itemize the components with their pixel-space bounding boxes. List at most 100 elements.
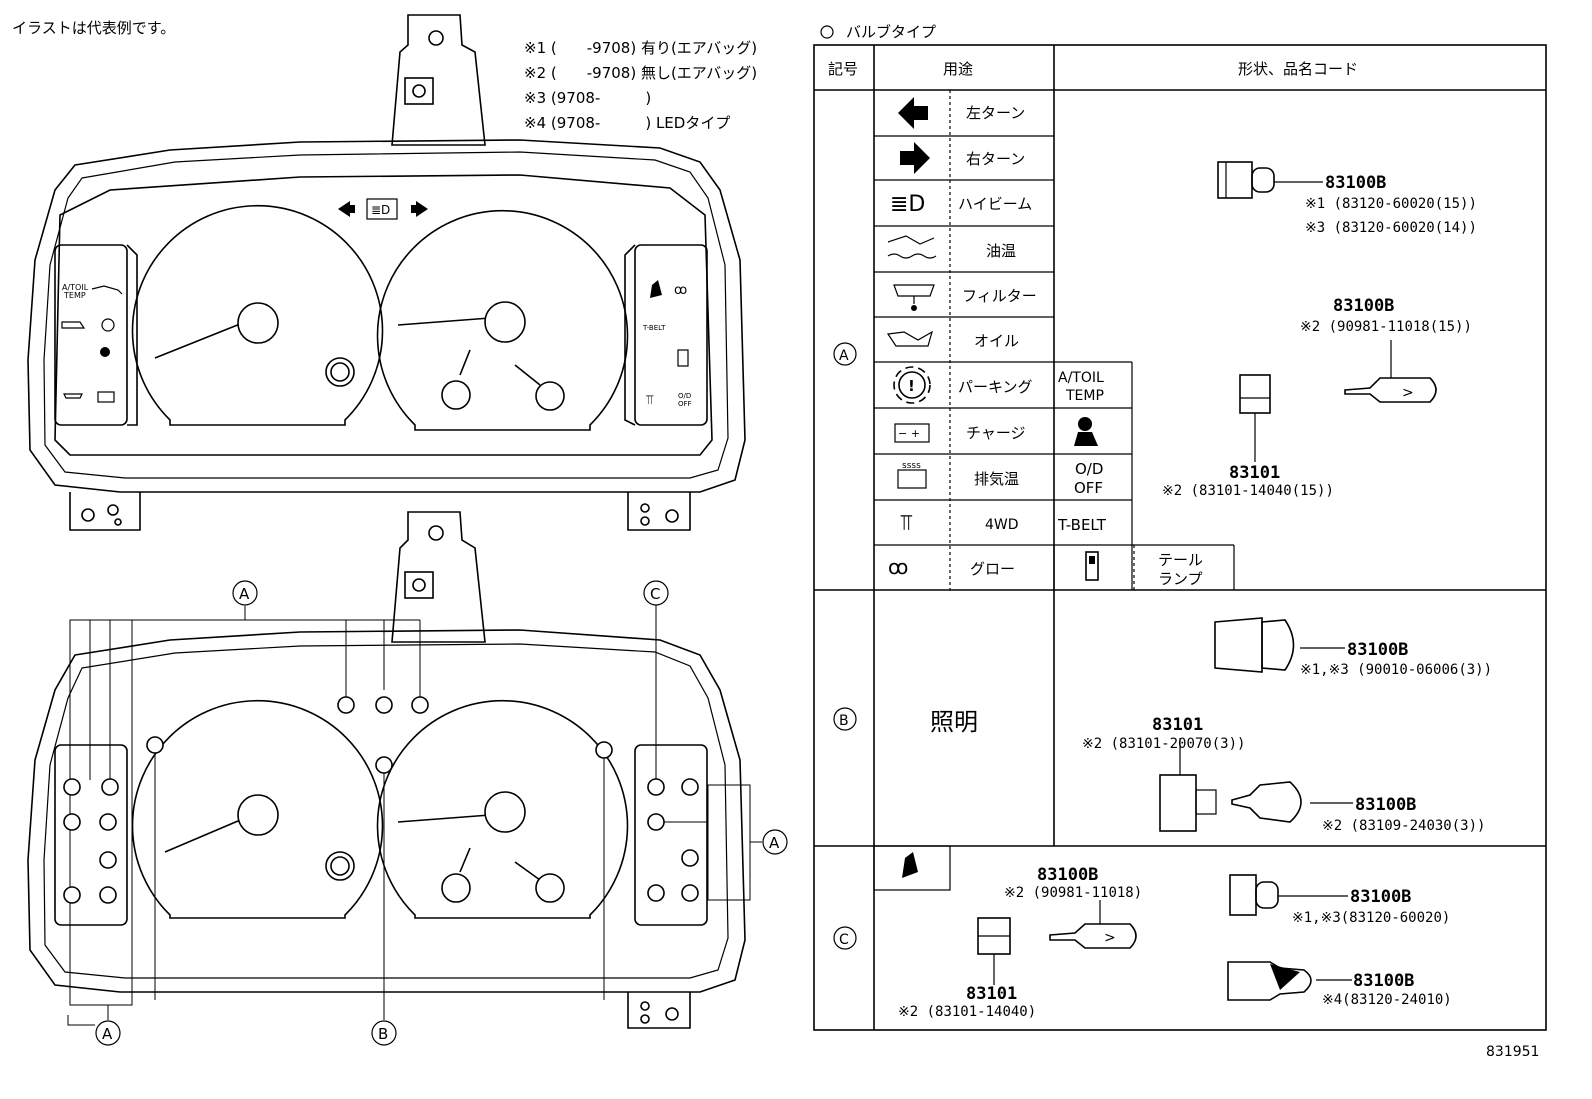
a-part1-note2: ※3 (83120-60020(14)) <box>1305 220 1477 236</box>
table-title: バルブタイプ <box>846 23 936 41</box>
oil-icon <box>886 330 933 347</box>
filter-icon <box>893 284 935 304</box>
svg-text:T-BELT: T-BELT <box>642 324 666 332</box>
section-c-bulbs: > <box>977 874 1352 1001</box>
section-a-row-labels: 左ターン 右ターン ハイビーム 油温 フィルター オイル パーキング チャージ … <box>958 104 1037 578</box>
section-b-letter: B <box>839 713 849 729</box>
b-part3-note1: ※2 (83109-24030(3)) <box>1322 818 1485 834</box>
extra-od: O/D <box>1075 460 1103 478</box>
usage-exhaust-temp: 排気温 <box>974 470 1019 488</box>
usage-oil: オイル <box>974 332 1019 350</box>
svg-text:A: A <box>239 585 250 603</box>
right-turn-icon <box>900 142 930 174</box>
b-part3-code: 83100B <box>1355 795 1416 815</box>
extra-off: OFF <box>1074 479 1103 497</box>
cluster-right-icons: ꝏ T-BELT ⫪ O/D OFF <box>642 280 692 408</box>
svg-text:>: > <box>1104 930 1116 946</box>
cluster-bottom-drawing <box>27 511 762 1029</box>
oil-temp-icon <box>887 235 937 259</box>
usage-glow: グロー <box>970 560 1015 578</box>
glow-icon: ꝏ <box>888 555 908 579</box>
section-c-part-labels: 83100B ※2 (90981-11018) 83101 ※2 (83101-… <box>898 865 1452 1020</box>
section-c-letter: C <box>839 932 849 948</box>
section-c-seatbelt-cell <box>873 845 951 891</box>
svg-text:A: A <box>102 1025 113 1043</box>
a-part3-note1: ※2 (83101-14040(15)) <box>1162 483 1334 499</box>
c-part2-code: 83101 <box>966 984 1017 1004</box>
svg-text:O/D: O/D <box>678 392 691 400</box>
svg-text:ssss: ssss <box>902 461 921 471</box>
usage-oil-temp: 油温 <box>986 242 1016 260</box>
svg-text:⫪: ⫪ <box>646 393 653 408</box>
note-1: ※1 ( -9708) 有り(エアバッグ) <box>524 39 757 57</box>
a-part1-code: 83100B <box>1325 173 1386 193</box>
high-beam-icon: ≣D <box>890 192 925 217</box>
header-shape: 形状、品名コード <box>1238 60 1358 78</box>
b-part1-code: 83100B <box>1347 640 1408 660</box>
parking-icon: ! <box>893 366 931 404</box>
extra-temp: TEMP <box>1065 388 1104 404</box>
figure-id: 831951 <box>1486 1044 1539 1060</box>
usage-filter: フィルター <box>962 287 1037 305</box>
svg-text:ꝏ: ꝏ <box>674 283 687 298</box>
svg-text:A: A <box>769 834 780 852</box>
c-part2-note1: ※2 (83101-14040) <box>898 1004 1036 1020</box>
bulb-table: バルブタイプ 記号 用途 形状、品名コード A B C <box>813 23 1547 1031</box>
section-a-usage-grid <box>874 90 1235 590</box>
section-a-extra-cells: A/TOIL TEMP O/D OFF T-BELT テール ランプ <box>1057 370 1203 588</box>
usage-right-turn: 右ターン <box>966 150 1025 168</box>
extra-tail-1: テール <box>1158 551 1203 569</box>
cluster-left-icons <box>61 285 123 403</box>
section-a-part-labels: 83100B ※1 (83120-60020(15)) ※3 (83120-60… <box>1162 173 1477 499</box>
usage-charge: チャージ <box>966 424 1026 442</box>
left-turn-icon <box>898 97 928 129</box>
tail-lamp-icon <box>1085 551 1099 581</box>
usage-4wd: 4WD <box>985 517 1019 533</box>
callout-a-top: A <box>232 580 258 606</box>
svg-text:!: ! <box>908 377 915 395</box>
b-part2-note1: ※2 (83101-20070(3)) <box>1082 736 1245 752</box>
usage-high-beam: ハイビーム <box>958 195 1032 213</box>
a-part2-code: 83100B <box>1333 296 1394 316</box>
b-part1-note1: ※1,※3 (90010-06006(3)) <box>1300 662 1492 678</box>
svg-text:C: C <box>650 585 660 603</box>
cluster-atoil-label: A/TOIL <box>62 283 89 292</box>
c-part1-code: 83100B <box>1037 865 1098 885</box>
charge-icon: − + <box>894 423 930 443</box>
header-mark: 記号 <box>828 60 858 78</box>
section-a-row-icons: ≣D ! − + ssss ⫪ ꝏ <box>886 97 937 579</box>
svg-text:≣D: ≣D <box>371 203 390 217</box>
c-part3-code: 83100B <box>1350 887 1411 907</box>
c-part3-note1: ※1,※3(83120-60020) <box>1292 910 1450 926</box>
4wd-icon: ⫪ <box>900 511 912 536</box>
b-part2-code: 83101 <box>1152 715 1203 735</box>
airbag-icon <box>1074 417 1098 446</box>
header-usage: 用途 <box>943 60 973 78</box>
illustration-note: イラストは代表例です。 <box>12 19 175 37</box>
section-a-bulbs: > <box>1217 161 1437 462</box>
callout-a-bottom: A <box>95 1020 121 1046</box>
section-a-letter: A <box>839 348 849 364</box>
a-part1-note1: ※1 (83120-60020(15)) <box>1305 196 1477 212</box>
notes-legend: ※1 ( -9708) 有り(エアバッグ) ※2 ( -9708) 無し(エアバ… <box>524 39 757 132</box>
usage-parking: パーキング <box>958 378 1033 396</box>
svg-text:>: > <box>1402 385 1414 401</box>
callout-c: C <box>643 580 669 606</box>
c-part1-note1: ※2 (90981-11018) <box>1004 885 1142 901</box>
svg-text:OFF: OFF <box>678 400 692 408</box>
exhaust-temp-icon: ssss <box>897 461 927 489</box>
svg-text:B: B <box>378 1025 388 1043</box>
extra-atoil: A/TOIL <box>1058 370 1104 386</box>
usage-left-turn: 左ターン <box>966 104 1025 122</box>
note-3: ※3 (9708- ) <box>524 89 651 107</box>
callout-a-right: A <box>762 829 788 855</box>
cluster-temp-label: TEMP <box>63 291 86 300</box>
seatbelt-icon <box>902 852 918 878</box>
usage-illumination: 照明 <box>930 708 978 736</box>
callout-b: B <box>371 1020 397 1046</box>
a-part2-note1: ※2 (90981-11018(15)) <box>1300 319 1472 335</box>
note-2: ※2 ( -9708) 無し(エアバッグ) <box>524 64 757 82</box>
c-part4-code: 83100B <box>1353 971 1414 991</box>
extra-tbelt: T-BELT <box>1057 516 1107 534</box>
